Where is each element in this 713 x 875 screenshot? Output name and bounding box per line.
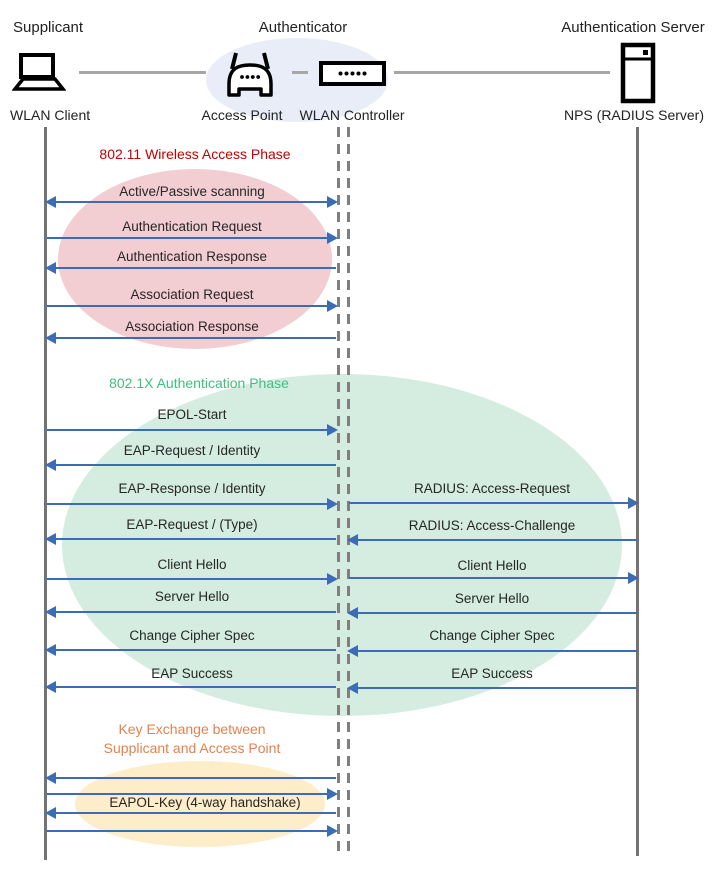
message-arrow	[347, 645, 637, 657]
message-label: RADIUS: Access-Request	[413, 481, 571, 496]
message-label: Change Cipher Spec	[129, 628, 255, 643]
lifeline-authenticator-right	[347, 127, 350, 858]
message-arrow	[47, 825, 338, 837]
message-arrow	[47, 300, 338, 312]
message-arrow	[347, 682, 637, 694]
message-arrow	[47, 424, 338, 436]
role-label-supplicant: Supplicant	[13, 19, 84, 36]
device-label-access-point: Access Point	[201, 107, 283, 123]
message-arrow	[47, 788, 338, 800]
message-label: EAPOL-Key (4-way handshake)	[109, 795, 301, 810]
connector-line	[79, 71, 206, 74]
message-arrow	[45, 459, 336, 471]
message-label: Change Cipher Spec	[429, 628, 555, 643]
lifeline-authenticator-left	[337, 127, 340, 858]
phase-title-key-exchange-line2: Supplicant and Access Point	[103, 740, 281, 756]
phase-ellipse-80211	[58, 169, 332, 349]
message-arrow	[349, 572, 639, 584]
message-arrow	[45, 606, 336, 618]
message-label: Association Request	[130, 287, 254, 302]
phase-title-key-exchange-line1: Key Exchange between	[118, 721, 266, 737]
message-arrow	[47, 232, 338, 244]
message-label: Server Hello	[154, 589, 230, 604]
message-arrow	[347, 607, 637, 619]
laptop-icon	[11, 52, 67, 94]
message-arrow	[45, 807, 336, 819]
message-arrow	[349, 497, 639, 509]
message-label: EAP-Request / Identity	[123, 443, 261, 458]
message-arrow	[45, 533, 336, 545]
message-label: EPOL-Start	[157, 407, 227, 422]
device-label-wlan-controller: WLAN Controller	[299, 107, 405, 123]
message-arrow	[47, 573, 338, 585]
message-label: EAP-Request / (Type)	[126, 517, 258, 532]
access-point-icon	[217, 50, 283, 98]
message-arrow	[45, 262, 336, 274]
message-arrow	[45, 196, 338, 208]
connector-line	[394, 71, 610, 74]
message-label: Server Hello	[454, 591, 530, 606]
wlan-controller-icon	[319, 61, 386, 86]
message-label: RADIUS: Access-Challenge	[408, 518, 576, 533]
message-label: EAP Success	[151, 666, 233, 681]
message-label: Authentication Request	[122, 219, 262, 234]
lifeline-radius-server	[636, 127, 639, 856]
message-label: Client Hello	[457, 558, 527, 573]
lifeline-wlan-client	[44, 127, 47, 860]
message-arrow	[347, 534, 637, 546]
message-arrow	[45, 644, 336, 656]
message-label: Association Response	[125, 319, 259, 334]
message-arrow	[45, 772, 336, 784]
connector-dash	[292, 71, 308, 74]
device-label-wlan-client: WLAN Client	[10, 107, 91, 123]
message-label: Client Hello	[157, 557, 227, 572]
message-label: Active/Passive scanning	[119, 184, 265, 199]
message-label: EAP Success	[451, 666, 533, 681]
phase-title-8021x: 802.1X Authentication Phase	[109, 375, 289, 391]
message-arrow	[45, 332, 336, 344]
phase-ellipse-8021x	[62, 374, 622, 716]
message-arrow	[47, 498, 338, 510]
message-label: EAP-Response / Identity	[118, 481, 266, 496]
phase-ellipse-key-exchange	[75, 761, 325, 847]
message-label: Authentication Response	[116, 249, 268, 264]
role-label-authentication-server: Authentication Server	[561, 19, 705, 36]
message-arrow	[45, 681, 336, 693]
role-label-authenticator: Authenticator	[258, 19, 348, 36]
phase-title-80211: 802.11 Wireless Access Phase	[99, 146, 291, 162]
server-icon	[620, 42, 656, 104]
device-label-nps-radius-server: NPS (RADIUS Server)	[563, 107, 705, 123]
